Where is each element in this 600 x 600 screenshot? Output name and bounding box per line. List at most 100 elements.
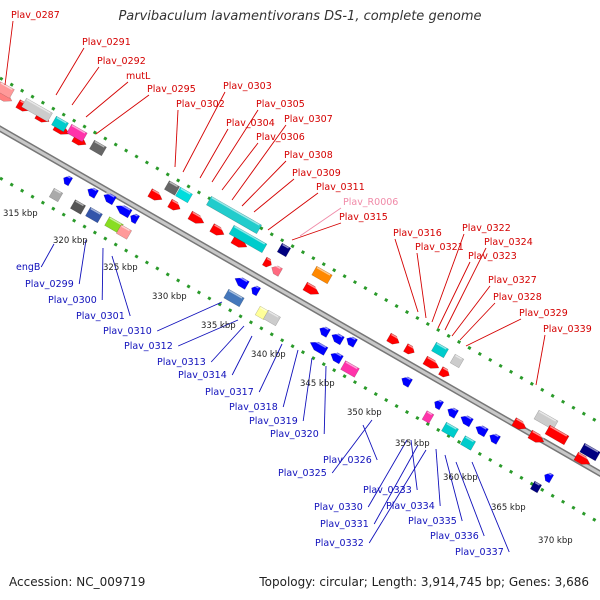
reverse-gene-label: Plav_0313 — [157, 357, 206, 368]
leader-line — [331, 419, 373, 474]
reverse-gene-label: Plav_0300 — [48, 295, 97, 306]
leader-line — [455, 461, 485, 537]
leader-line — [40, 243, 55, 268]
reverse-cog-box — [48, 187, 64, 203]
reverse-gene-label: Plav_0325 — [278, 468, 327, 479]
leader-line — [71, 66, 100, 106]
reverse-cog-box — [340, 360, 360, 378]
reverse-gene — [103, 191, 117, 206]
leader-line — [451, 285, 491, 337]
accession-text: Accession: NC_009719 — [9, 575, 146, 589]
reverse-gene — [309, 339, 329, 356]
reverse-gene-label: Plav_0312 — [124, 341, 173, 352]
forward-gene — [527, 429, 545, 443]
forward-gene-label: Plav_0291 — [82, 37, 131, 48]
leader-line — [465, 318, 522, 347]
ruler-label: 335 kbp — [201, 321, 236, 331]
forward-gene — [573, 451, 591, 465]
leader-line — [444, 247, 487, 331]
leader-line — [323, 365, 327, 435]
reverse-gene — [115, 202, 133, 219]
reverse-gene — [234, 275, 250, 290]
forward-gene-label: Plav_0329 — [519, 308, 568, 319]
forward-gene-label: Plav_0311 — [316, 182, 365, 193]
forward-cog-box — [449, 353, 465, 369]
forward-cog-box — [579, 442, 600, 462]
leader-line — [394, 238, 419, 313]
forward-gene — [403, 343, 415, 355]
leader-line — [267, 192, 319, 231]
forward-gene — [209, 223, 225, 236]
forward-cog-box — [311, 265, 333, 285]
leader-line — [178, 319, 239, 347]
leader-line — [416, 252, 427, 319]
leader-line — [101, 247, 104, 301]
rna-gene-label: Plav_R0006 — [343, 197, 398, 208]
forward-gene — [438, 366, 450, 378]
reverse-gene — [447, 406, 459, 419]
reverse-gene-label: Plav_0314 — [178, 370, 227, 381]
leader-line — [85, 81, 129, 118]
leader-line — [282, 349, 299, 408]
reverse-gene — [87, 186, 99, 199]
forward-cog-box — [51, 115, 69, 133]
forward-gene — [302, 281, 320, 295]
leader-line — [174, 109, 179, 168]
reverse-gene — [489, 432, 501, 445]
forward-gene-label: Plav_0306 — [256, 132, 305, 143]
ruler-label: 355 kbp — [395, 439, 430, 449]
reverse-gene-label: Plav_0333 — [363, 485, 412, 496]
forward-gene-label: Plav_0295 — [147, 84, 196, 95]
reverse-gene-label: Plav_0332 — [315, 538, 364, 549]
reverse-cog-box — [459, 435, 477, 451]
leader-line — [231, 335, 253, 376]
forward-gene-label: mutL — [126, 71, 151, 82]
leader-line — [367, 439, 408, 508]
forward-tick-track — [0, 76, 600, 425]
reverse-gene — [319, 325, 331, 338]
reverse-cog-box — [115, 224, 133, 240]
forward-gene-label: Plav_0328 — [493, 292, 542, 303]
leader-line — [4, 20, 14, 86]
forward-gene — [422, 355, 440, 369]
forward-gene — [511, 417, 527, 430]
forward-gene-label: Plav_0315 — [339, 212, 388, 223]
leader-line — [437, 261, 471, 329]
leader-line — [157, 301, 223, 332]
forward-gene-label: Plav_0292 — [97, 56, 146, 67]
reverse-gene-label: Plav_0317 — [205, 387, 254, 398]
reverse-gene — [544, 471, 555, 484]
forward-gene-label: Plav_0302 — [176, 99, 225, 110]
leader-line — [258, 343, 283, 393]
leader-line — [78, 239, 87, 285]
reverse-gene — [63, 174, 74, 187]
forward-gene-label: Plav_0316 — [393, 228, 442, 239]
forward-gene — [271, 264, 283, 277]
forward-gene-label: Plav_0308 — [284, 150, 333, 161]
reverse-gene-label: Plav_0331 — [320, 519, 369, 530]
forward-gene-label: Plav_0324 — [484, 237, 533, 248]
ruler-label: 350 kbp — [347, 408, 382, 418]
forward-gene-label: Plav_0339 — [543, 324, 592, 335]
forward-cog-box — [21, 97, 53, 123]
ruler-label: 365 kbp — [491, 503, 526, 513]
forward-gene-label: Plav_0305 — [256, 99, 305, 110]
reverse-gene-label: Plav_0318 — [229, 402, 278, 413]
forward-cog-box — [544, 424, 570, 446]
reverse-gene — [251, 284, 262, 297]
leader-line — [291, 222, 342, 241]
reverse-gene-label: Plav_0299 — [25, 279, 74, 290]
forward-gene — [261, 256, 272, 268]
leader-line — [444, 454, 463, 522]
forward-gene-label: Plav_0321 — [415, 242, 464, 253]
forward-cog-box — [533, 409, 559, 431]
forward-gene-label: Plav_0323 — [468, 251, 517, 262]
forward-gene — [386, 332, 400, 345]
reverse-cog-box — [85, 206, 103, 224]
reverse-gene — [529, 480, 543, 494]
forward-gene-label: Plav_0322 — [462, 223, 511, 234]
leader-line — [459, 302, 496, 341]
forward-cog-box — [89, 139, 107, 157]
leader-line — [373, 444, 419, 525]
ruler-label: 360 kbp — [443, 473, 478, 483]
